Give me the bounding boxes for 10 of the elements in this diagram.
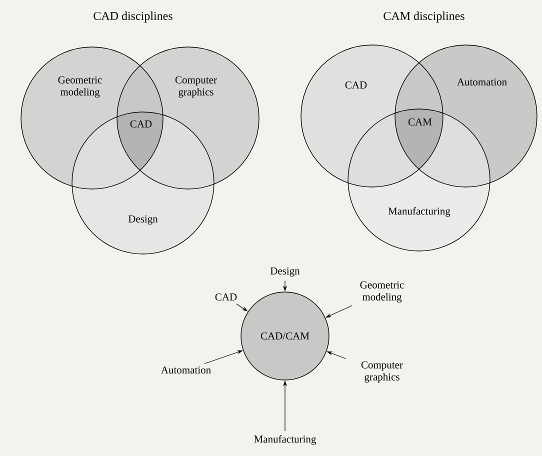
node-label: Automation	[161, 366, 211, 374]
node-label: Design	[270, 267, 300, 277]
overlap-label: CAM	[408, 118, 432, 126]
overlap-label: CAD	[130, 120, 152, 128]
node-label: CAD	[215, 293, 237, 301]
venn-heading: CAD disciplines	[94, 12, 172, 22]
venn-heading: CAM disciplines	[384, 12, 464, 22]
node-label: Computer graphics	[361, 361, 403, 383]
node-label: Manufacturing	[254, 435, 316, 445]
node-label: Geometric modeling	[360, 281, 404, 303]
